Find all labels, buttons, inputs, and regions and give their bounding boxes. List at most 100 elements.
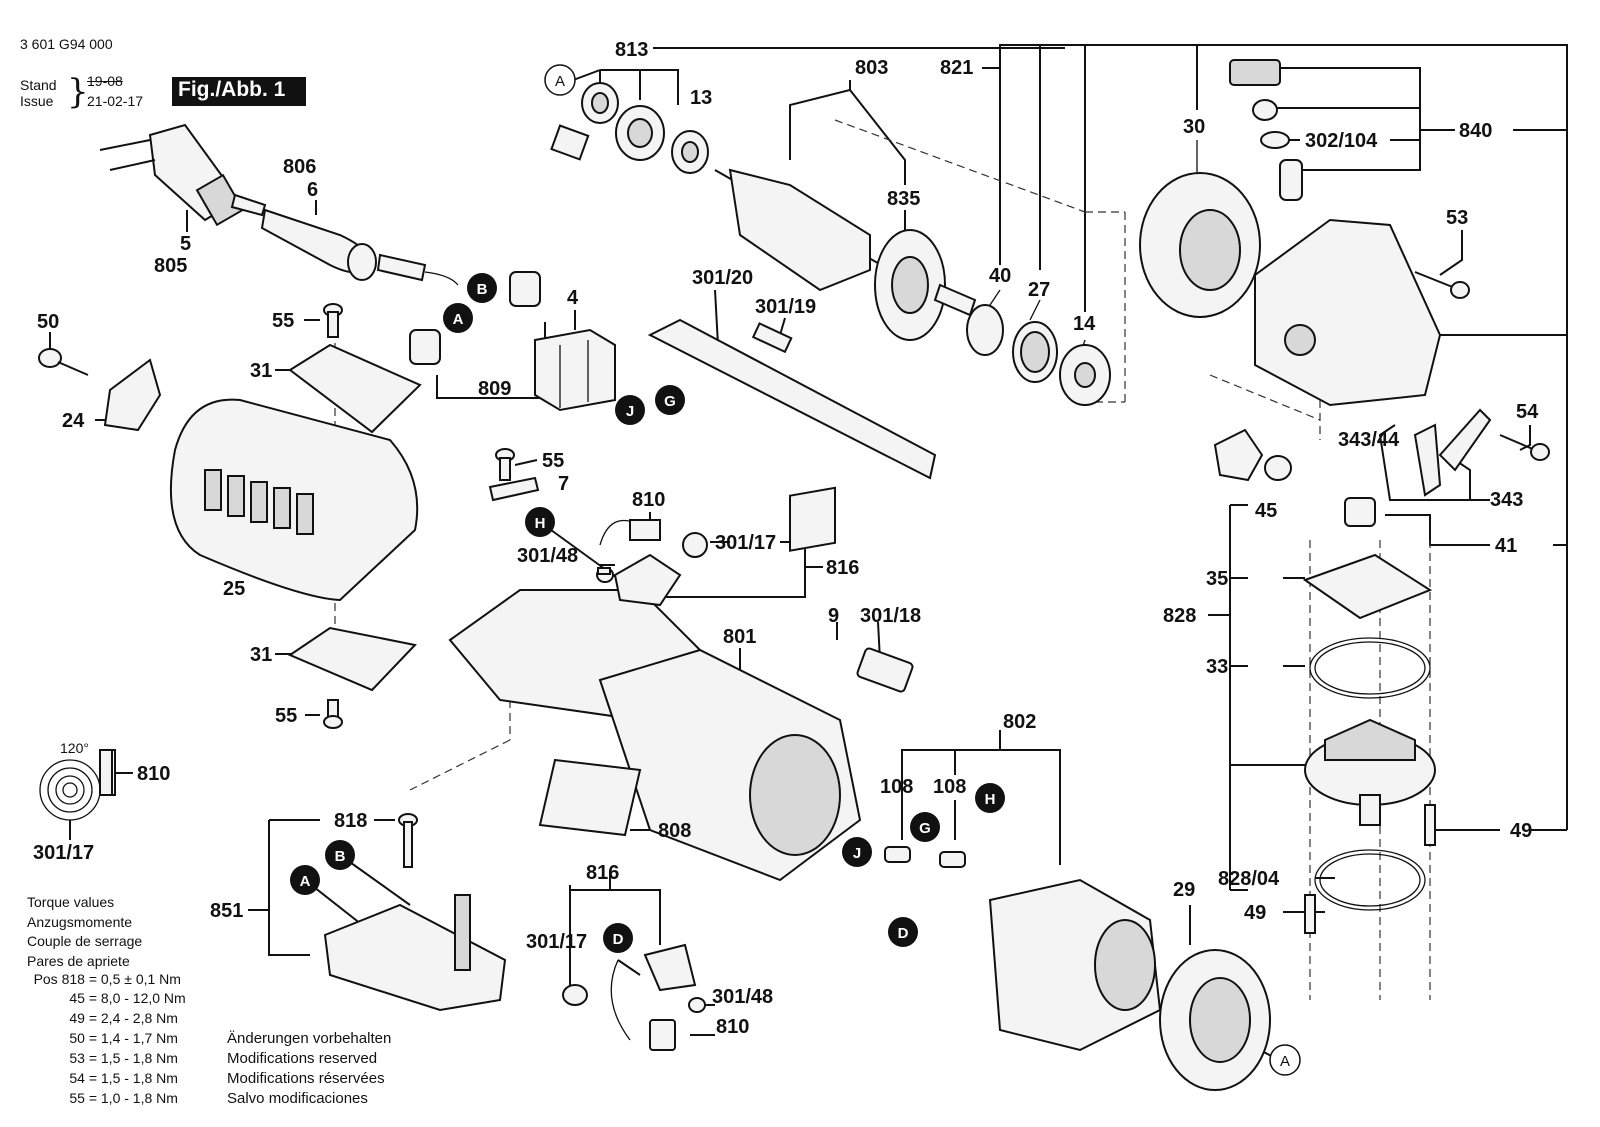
part-label-31-top: 31 xyxy=(250,360,272,382)
part-label-828: 828 xyxy=(1163,605,1196,627)
switch-module xyxy=(534,328,616,412)
brush-spring-small xyxy=(550,124,590,161)
cover-31-bottom xyxy=(287,626,417,692)
connector-h-marker xyxy=(525,507,555,537)
part-label-301-48-bottom: 301/48 xyxy=(712,986,773,1008)
part-label-821: 821 xyxy=(940,57,973,79)
part-label-301-20: 301/20 xyxy=(692,267,753,289)
connector-a-marker xyxy=(443,303,473,333)
part-label-45: 45 xyxy=(1255,500,1277,522)
modifications-es: Salvo modificaciones xyxy=(227,1090,368,1107)
connector-a-label: A xyxy=(555,73,565,90)
part-label-53: 53 xyxy=(1446,207,1468,229)
part-label-301-18: 301/18 xyxy=(860,605,921,627)
stand-label: Stand xyxy=(20,77,57,93)
part-label-840: 840 xyxy=(1459,120,1492,142)
part-label-802: 802 xyxy=(1003,711,1036,733)
part-label-55-bottom: 55 xyxy=(275,705,297,727)
part-label-29: 29 xyxy=(1173,879,1195,901)
torque-value: 1,5 - 1,8 Nm xyxy=(100,1050,178,1066)
connector-j-marker xyxy=(615,395,645,425)
screw-49-b xyxy=(1304,894,1316,934)
part-label-806: 806 xyxy=(283,156,316,178)
bearing-14-inner xyxy=(1074,362,1096,388)
part-label-302-104: 302/104 xyxy=(1305,130,1378,152)
connector-a-marker-top xyxy=(544,64,576,96)
torque-pos: 55 = xyxy=(69,1090,97,1106)
circlip-40 xyxy=(966,304,1004,356)
sleeve-108-a xyxy=(884,846,911,863)
part-label-835: 835 xyxy=(887,188,920,210)
torque-pos: 45 = xyxy=(69,990,97,1006)
connector-h-marker-802 xyxy=(975,783,1005,813)
label-9 xyxy=(789,486,836,552)
screw-49-a xyxy=(1424,804,1436,846)
part-label-816-bottom: 816 xyxy=(586,862,619,884)
o-ring-828-04-inner xyxy=(1319,853,1421,907)
part-label-6: 6 xyxy=(307,179,318,201)
connector-d-marker-816 xyxy=(603,923,633,953)
part-label-41: 41 xyxy=(1495,535,1517,557)
armature-803 xyxy=(714,168,977,341)
part-label-50: 50 xyxy=(37,311,59,333)
slide-301-18 xyxy=(856,647,914,693)
torque-pos: 53 = xyxy=(69,1050,97,1066)
part-label-5: 5 xyxy=(180,233,191,255)
motor-housing-25 xyxy=(169,398,419,602)
part-label-301-17-bottom: 301/17 xyxy=(526,931,587,953)
screw-55-top xyxy=(323,303,343,338)
part-label-301-48-top: 301/48 xyxy=(517,545,578,567)
torque-row: 49 = 2,4 - 2,8 Nm xyxy=(27,1010,178,1026)
nut-45 xyxy=(1264,455,1292,481)
part-label-7: 7 xyxy=(558,473,569,495)
torque-heading: Pares de apriete xyxy=(27,952,130,969)
torque-row: 53 = 1,5 - 1,8 Nm xyxy=(27,1050,178,1066)
connector-a-label: A xyxy=(1280,1053,1290,1070)
screw-55-mid-shaft xyxy=(499,457,511,481)
torque-value: 0,5 ± 0,1 Nm xyxy=(100,971,181,987)
connector-a-label: A xyxy=(300,873,311,890)
fan-baffle-29 xyxy=(1159,949,1271,1091)
part-label-108-a: 108 xyxy=(880,776,913,798)
part-label-13: 13 xyxy=(690,87,712,109)
gasket-35 xyxy=(1302,553,1433,620)
gear-housing-840 xyxy=(1254,218,1442,407)
torque-row: 45 = 8,0 - 12,0 Nm xyxy=(27,990,185,1006)
connector-j-label: J xyxy=(626,403,634,420)
cable-end xyxy=(376,253,459,286)
connector-g-marker-802 xyxy=(910,812,940,842)
torque-value: 2,4 - 2,8 Nm xyxy=(100,1010,178,1026)
connector-b-label: B xyxy=(335,848,346,865)
part-label-108-b: 108 xyxy=(933,776,966,798)
connector-b-marker xyxy=(467,273,497,303)
bearing-813-large xyxy=(615,105,665,161)
angle-label: 120° xyxy=(60,740,89,756)
field-stator-802 xyxy=(988,878,1162,1052)
part-label-808: 808 xyxy=(658,820,691,842)
part-label-4: 4 xyxy=(567,287,579,309)
torque-value: 1,5 - 1,8 Nm xyxy=(100,1070,178,1086)
part-label-343-44: 343/44 xyxy=(1338,429,1400,451)
part-label-809: 809 xyxy=(478,378,511,400)
brush-holder-816-bottom xyxy=(562,943,706,1051)
torque-pos: 49 = xyxy=(69,1010,97,1026)
bearing-plate-30 xyxy=(1139,172,1261,318)
ring-27-inner xyxy=(1020,331,1050,373)
screw-50 xyxy=(38,348,89,376)
stand-value: 19-08 xyxy=(87,73,123,89)
part-label-801: 801 xyxy=(723,626,756,648)
torque-headings: Torque values Anzugsmomente Couple de se… xyxy=(27,893,142,971)
connector-b-label: B xyxy=(477,281,488,298)
screw-301-48-a xyxy=(596,567,614,583)
pinion-45 xyxy=(1213,428,1264,482)
torque-pos: 50 = xyxy=(69,1030,97,1046)
part-label-24: 24 xyxy=(62,410,85,432)
connector-j-marker-802 xyxy=(842,837,872,867)
screw-55-bottom xyxy=(323,699,343,729)
modifications-de: Änderungen vorbehalten xyxy=(227,1030,392,1047)
torque-pos: Pos 818 = xyxy=(33,971,97,987)
torque-heading: Torque values xyxy=(27,894,115,910)
brush-spring-810 xyxy=(39,749,113,821)
